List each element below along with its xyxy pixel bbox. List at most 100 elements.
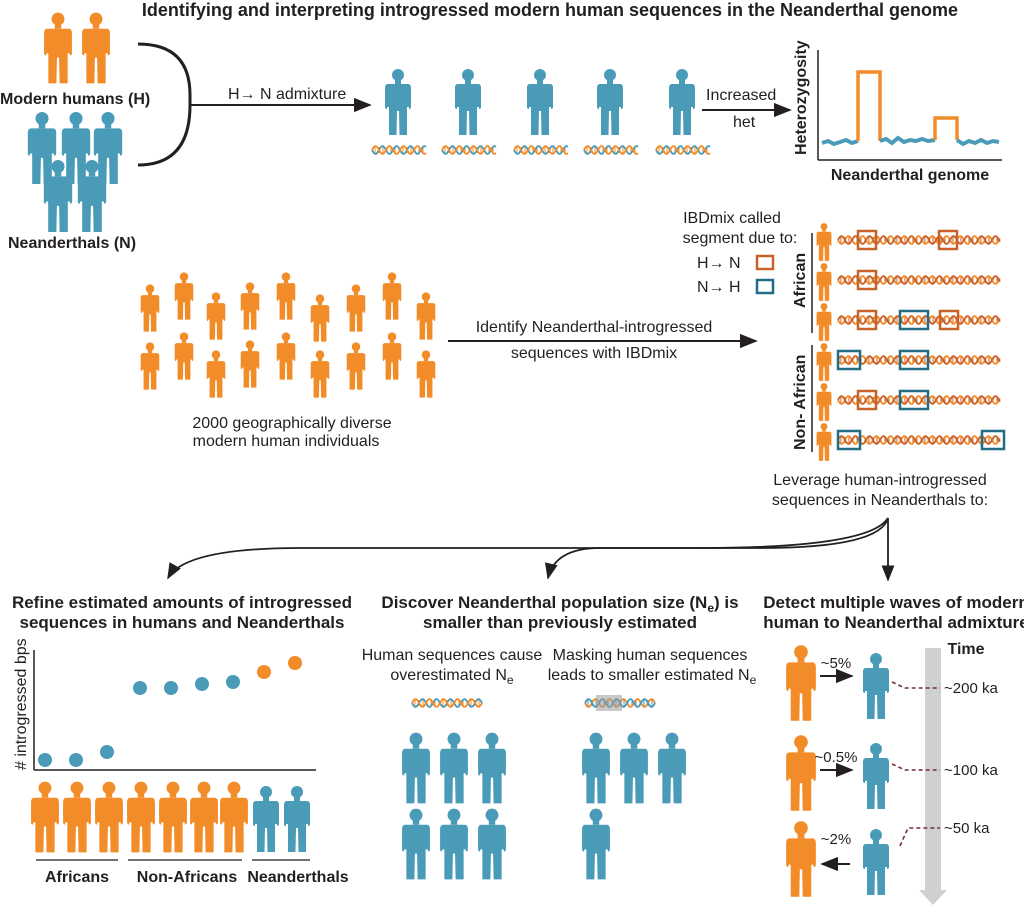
panel-1-human-figure: [190, 781, 218, 853]
h-to-n-segment-box: [856, 389, 878, 411]
diverse-human-figure: [140, 284, 160, 332]
admixed-neanderthal-figure: [527, 69, 553, 135]
diverse-human-figure: [276, 272, 296, 320]
time-axis-bar: [919, 648, 947, 905]
admixed-dna-strand: [583, 145, 639, 155]
admixed-dna-strand: [513, 145, 569, 155]
diverse-human-figure: [276, 332, 296, 380]
diverse-human-figure: [174, 272, 194, 320]
diverse-human-figure: [382, 332, 402, 380]
panel-3-waves: ~5%~200 ka~0.5%~100 ka~2%~50 ka: [786, 645, 998, 897]
individuals-caption-2: modern human individuals: [193, 433, 380, 450]
modern-humans-label: Modern humans (H): [0, 91, 150, 108]
panel-2-left-caption-2: overestimated Ne: [390, 667, 514, 687]
n-to-h-segment-box: [980, 429, 1006, 451]
admixed-neanderthal-figure: [385, 69, 411, 135]
ibdmix-human-figure: [816, 223, 832, 261]
heterozygosity-plot: Heterozygosity Neanderthal genome: [793, 40, 1002, 184]
time-label: Time: [947, 641, 984, 658]
diverse-human-figure: [346, 284, 366, 332]
n-to-h-segment-box: [898, 349, 930, 371]
heterozygosity-ylabel: Heterozygosity: [793, 40, 810, 155]
diverse-human-figure: [416, 350, 436, 398]
identify-label-2: sequences with IBDmix: [511, 345, 677, 362]
n-to-h-segment-box: [836, 349, 862, 371]
wave-human-figure: [786, 821, 816, 897]
leverage-label-1: Leverage human-introgressed: [773, 472, 986, 489]
wave-time-connector: [891, 763, 940, 771]
introgressed-bps-point: [226, 675, 240, 689]
wave-human-figure: [786, 735, 816, 811]
admixture-label: H→ N admixture: [228, 86, 346, 103]
neanderthals-label: Neanderthals (N): [8, 235, 136, 252]
overestimated-ne-figure: [402, 732, 430, 804]
introgressed-bps-point: [288, 656, 302, 670]
introgressed-bps-point: [195, 677, 209, 691]
masked-region: [596, 695, 622, 711]
panel-3-title-line-2: human to Neanderthal admixture: [763, 613, 1024, 632]
smaller-ne-figure: [582, 808, 610, 880]
ibdmix-human-figure: [816, 303, 832, 341]
ibdmix-sequence: [837, 395, 1001, 405]
wave-age-label: ~100 ka: [944, 762, 998, 779]
increased-het-label-1: Increased: [706, 87, 776, 104]
overestimated-ne-figure: [478, 732, 506, 804]
ibdmix-human-figure: [816, 423, 832, 461]
wave-neanderthal-figure: [863, 653, 889, 719]
wave-time-connector: [891, 681, 940, 689]
heterozygosity-peak-1: [856, 70, 882, 141]
panel-1-points: [38, 656, 302, 767]
diverse-human-figure: [310, 350, 330, 398]
figure-title: Identifying and interpreting introgresse…: [142, 0, 958, 20]
arrow-to-panel-2: [545, 517, 889, 580]
legend-h-to-n-swatch: [755, 254, 775, 271]
panel-2-right-caption-2: leads to smaller estimated Ne: [548, 667, 757, 687]
admixed-neanderthal-figure: [597, 69, 623, 135]
panel-1-ylabel: # introgressed bps: [13, 638, 30, 770]
wave-percent-label: ~2%: [821, 831, 851, 848]
diverse-human-figure: [416, 292, 436, 340]
diverse-human-figure: [240, 282, 260, 330]
ibdmix-human-figure: [816, 343, 832, 381]
human-sequence-dna: [411, 698, 483, 708]
modern-human-figure: [44, 12, 72, 84]
diverse-human-figure: [140, 342, 160, 390]
introgressed-bps-point: [133, 681, 147, 695]
legend-n-to-h-swatch: [755, 278, 775, 295]
h-to-n-segment-box: [937, 229, 959, 251]
ibdmix-legend-title-2: segment due to:: [683, 230, 798, 247]
ibdmix-sequences: [816, 223, 1006, 461]
overestimated-ne-figure: [402, 808, 430, 880]
panel-1-title-line-2: sequences in humans and Neanderthals: [20, 613, 345, 632]
diverse-human-figure: [174, 332, 194, 380]
diverse-human-figure: [382, 272, 402, 320]
introgressed-bps-point: [100, 745, 114, 759]
panel-1-human-figure: [63, 781, 91, 853]
individuals-caption-1: 2000 geographically diverse: [192, 415, 391, 432]
introgressed-bps-point: [164, 681, 178, 695]
neanderthals-group: [27, 112, 123, 232]
group-label-neanderthals: Neanderthals: [247, 869, 348, 886]
wave-human-figure: [786, 645, 816, 721]
heterozygosity-trace-blue: [821, 137, 859, 147]
ibdmix-sequence: [837, 315, 1001, 325]
ibdmix-sequence: [837, 435, 1001, 445]
admixed-dna-strand: [441, 145, 497, 155]
panel-2-dna: [411, 695, 656, 711]
panel-2-title-line-1: Discover Neanderthal population size (Ne…: [381, 593, 738, 615]
panel-1-neanderthal-figure: [284, 786, 310, 852]
panel-1-human-figure: [220, 781, 248, 853]
h-to-n-segment-box: [856, 229, 878, 251]
diverse-human-figure: [206, 292, 226, 340]
panel-2-right-caption-1: Masking human sequences: [553, 647, 748, 664]
ibdmix-sequence: [837, 355, 1001, 365]
panel-1-neanderthal-figure: [253, 786, 279, 852]
panel-2-people: [402, 732, 686, 880]
wave-percent-label: ~0.5%: [815, 749, 858, 766]
legend-n-to-h-label: N→ H: [697, 279, 741, 296]
panel-1-human-figure: [95, 781, 123, 853]
panel-1-human-figure: [31, 781, 59, 853]
neanderthal-figure: [61, 112, 91, 184]
panel-1-title-line-1: Refine estimated amounts of introgressed: [12, 593, 352, 612]
